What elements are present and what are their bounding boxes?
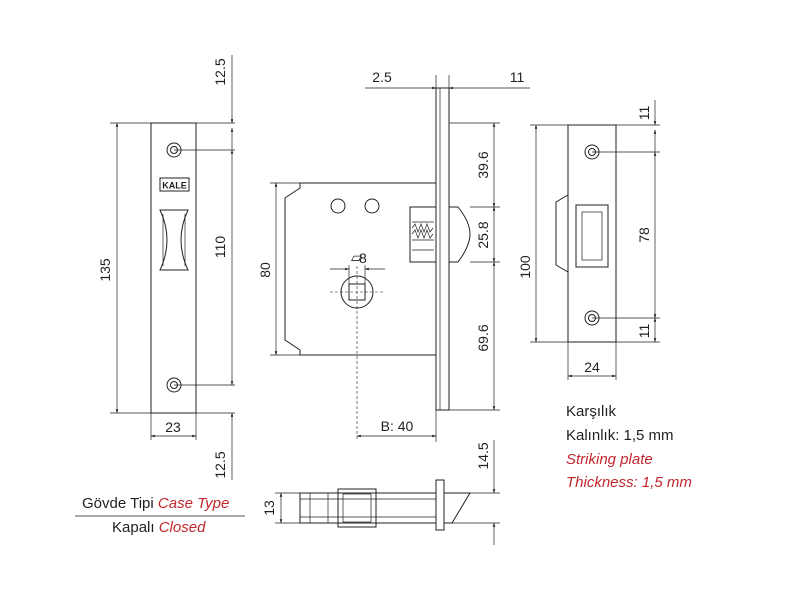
- side-faceplate: [435, 479, 445, 531]
- kale-logo: [159, 177, 190, 192]
- dim-case-width: 23: [165, 419, 181, 435]
- side-latch: [444, 492, 471, 524]
- case-type-label: Gövde Tipi Case Type: [82, 495, 229, 512]
- dim-latch-bottom: 69.6: [475, 324, 491, 351]
- lock-body-view: ▱ 8 80 2.5 11 39.6 25.8 69.6 B: 40: [257, 69, 530, 442]
- dim-backset-gap: 2.5: [372, 69, 392, 85]
- dim-case-bottom-offset: 12.5: [212, 451, 228, 478]
- dim-case-height: 135: [97, 258, 113, 282]
- faceplate-outline: [150, 122, 197, 414]
- dim-strike-spacing: 78: [636, 227, 652, 243]
- body-hole-1: [330, 198, 346, 214]
- spindle-hub: [330, 266, 384, 440]
- strike-title-tr: Karşılık: [566, 403, 617, 420]
- dim-backset: B: 40: [381, 418, 414, 434]
- dim-strike-top: 11: [636, 106, 652, 121]
- faceplate-side: [435, 87, 450, 411]
- case-type-en: Case Type: [157, 495, 230, 512]
- striking-plate-view: 11 78 11 100 24: [517, 100, 660, 380]
- dim-body-height: 80: [257, 262, 273, 278]
- dim-strike-bottom: 11: [636, 324, 652, 339]
- lock-body-outline: [284, 182, 437, 356]
- case-type-tr: Gövde Tipi: [82, 495, 154, 512]
- kale-logo-text: KALE: [162, 181, 187, 191]
- strike-opening: [575, 204, 609, 268]
- dim-latch-top: 39.6: [475, 151, 491, 178]
- faceplate-view: KALE 12.5 110 12.5 135: [97, 55, 235, 480]
- side-spindle: [337, 488, 377, 528]
- dim-screw-spacing: 110: [212, 236, 228, 259]
- strike-outline: [567, 124, 617, 343]
- spindle-symbol: ▱: [351, 249, 362, 265]
- strike-lip: [555, 194, 569, 273]
- strike-thickness-tr: Kalınlık: 1,5 mm: [566, 427, 674, 444]
- case-closed-en: Closed: [158, 519, 206, 536]
- dim-latch-height: 25.8: [475, 221, 491, 248]
- latch-bolt: [409, 206, 471, 263]
- side-body: [299, 492, 437, 524]
- case-closed-tr: Kapalı: [112, 519, 155, 536]
- dim-spindle-size: 8: [359, 250, 367, 266]
- strike-thickness-en: Thickness: 1,5 mm: [566, 474, 692, 491]
- dim-side-height: 13: [261, 500, 277, 516]
- dim-case-top-offset: 12.5: [212, 58, 228, 85]
- faceplate-latch-opening: [159, 209, 189, 271]
- strike-title-en: Striking plate: [566, 451, 653, 468]
- dim-faceplate-thickness: 11: [510, 69, 525, 85]
- dim-side-projection: 14.5: [475, 442, 491, 469]
- body-hole-2: [364, 198, 380, 214]
- dim-strike-width: 24: [584, 359, 600, 375]
- case-closed-label: Kapalı Closed: [112, 519, 205, 536]
- dim-strike-height: 100: [517, 255, 533, 279]
- side-view: 13 14.5: [261, 440, 500, 545]
